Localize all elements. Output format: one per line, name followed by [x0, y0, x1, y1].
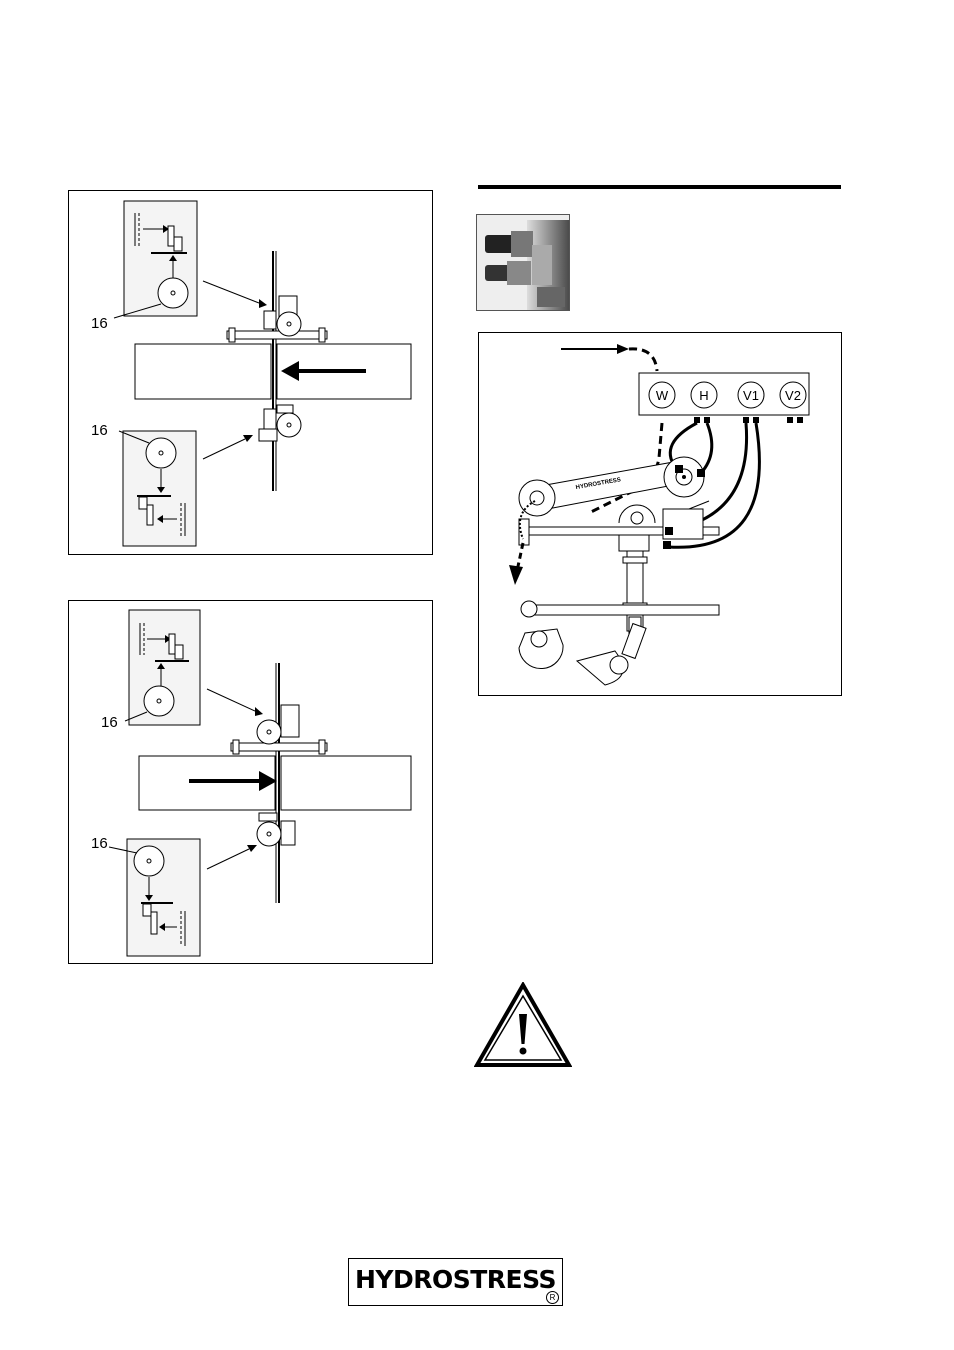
logo-text: HYDROSTRESS: [349, 1265, 562, 1294]
diagram-saw-blade-top: [69, 191, 434, 556]
section-rule: [478, 185, 841, 189]
port-v1-label: V1: [743, 388, 759, 403]
diagram-saw-blade-bottom: [69, 601, 434, 965]
callout-16-upper: 16: [91, 315, 108, 332]
port-w-label: W: [656, 388, 669, 403]
hydrostress-logo: HYDROSTRESS R: [348, 1258, 563, 1306]
coupling-photo-icon: [477, 215, 570, 311]
exclamation-triangle-icon: [474, 982, 572, 1068]
figure-cut-direction-left: 16 16: [68, 190, 433, 555]
hydraulic-schematic: W H V1 V2 HYDROSTRESS: [479, 333, 843, 697]
port-v2-label: V2: [785, 388, 801, 403]
port-h-label: H: [699, 388, 708, 403]
callout-16-lower: 16: [91, 422, 108, 439]
callout-16-lower: 16: [91, 835, 108, 852]
figure-hydraulic-connections: W H V1 V2 HYDROSTRESS: [478, 332, 842, 696]
registered-mark: R: [546, 1291, 559, 1304]
photo-hydraulic-couplings: [476, 214, 570, 311]
warning-icon: [474, 982, 572, 1068]
callout-16-upper: 16: [101, 714, 118, 731]
figure-cut-direction-right: 16 16: [68, 600, 433, 964]
